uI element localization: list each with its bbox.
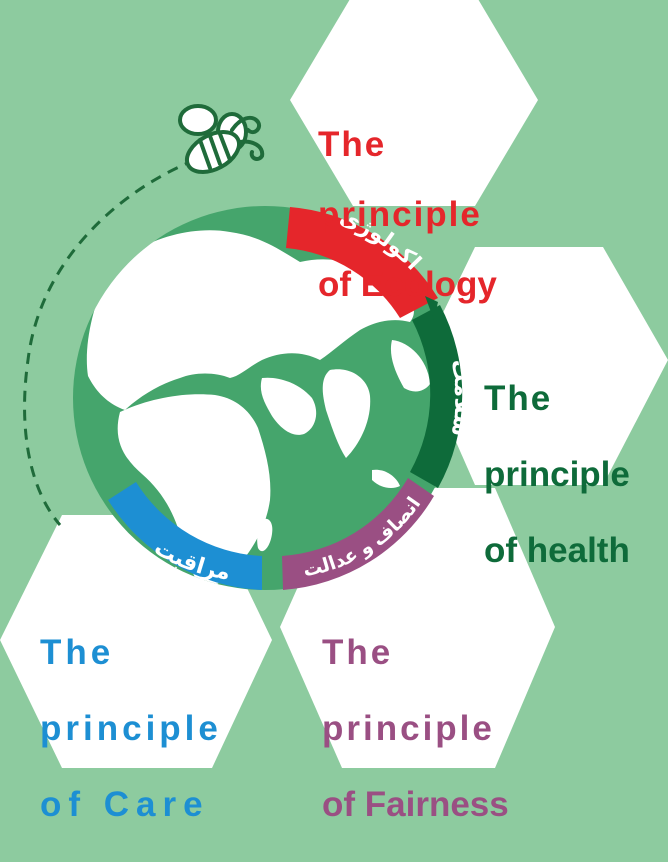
- ecology-label-line1: The: [318, 125, 387, 164]
- ecology-label-line3: of Ecology: [318, 265, 497, 304]
- arc-fairness: [282, 478, 434, 590]
- arc-notch: [425, 296, 438, 320]
- hexagon-health: [420, 247, 668, 485]
- care-label: The principle of Care: [40, 596, 222, 862]
- arc-care: [108, 482, 262, 590]
- arc-ecology: [286, 207, 438, 318]
- ecology-label: The principle of Ecology: [318, 92, 497, 337]
- bee-icon: [178, 104, 265, 174]
- care-label-line3: of Care: [40, 785, 210, 824]
- principles-diagram: اکولوژی سلامت انصاف و عدالت مراقبت The p…: [0, 0, 668, 824]
- hexagon-ecology: [290, 0, 538, 206]
- ecology-label-line2: principle: [318, 195, 482, 234]
- fairness-label-line2: principle: [322, 709, 495, 748]
- health-label: The principle of health: [484, 342, 630, 608]
- fairness-label-line3: of Fairness: [322, 785, 509, 824]
- fairness-label: The principle of Fairness: [322, 596, 509, 862]
- arc-health: [410, 305, 463, 488]
- health-label-line1: The: [484, 379, 553, 418]
- earth-globe: [73, 206, 457, 590]
- fairness-label-line1: The: [322, 633, 394, 672]
- health-label-line3: of health: [484, 531, 630, 570]
- care-label-line1: The: [40, 633, 115, 672]
- arc-label-health: سلامت: [447, 358, 476, 439]
- care-label-line2: principle: [40, 709, 222, 748]
- diagram-graphics: اکولوژی سلامت انصاف و عدالت مراقبت: [0, 0, 668, 768]
- health-label-line2: principle: [484, 455, 630, 494]
